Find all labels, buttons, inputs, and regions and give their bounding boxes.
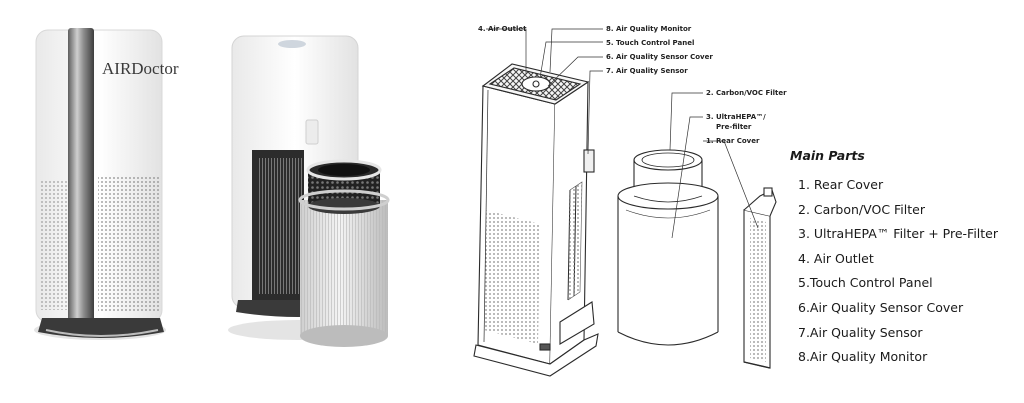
label-air-quality-sensor: 7. Air Quality Sensor: [606, 67, 688, 75]
list-item: 6.Air Quality Sensor Cover: [798, 299, 964, 315]
label-air-quality-monitor: 8. Air Quality Monitor: [606, 25, 692, 33]
label-ultrahepa-line2: Pre-filter: [716, 123, 752, 131]
label-ultrahepa-line1: 3. UltraHEPA™/: [706, 113, 766, 121]
callout-labels: 4. Air Outlet 8. Air Quality Monitor 5. …: [478, 25, 787, 145]
label-air-outlet: 4. Air Outlet: [478, 25, 527, 33]
list-item: 3. UltraHEPA™ Filter + Pre-Filter: [798, 226, 998, 242]
purifier-front-photo: AIRDoctor: [34, 28, 179, 340]
exploded-line-drawing: [473, 63, 777, 377]
list-item: 2. Carbon/VOC Filter: [798, 201, 925, 217]
list-item: 4. Air Outlet: [798, 250, 874, 266]
label-carbon-filter: 2. Carbon/VOC Filter: [706, 89, 787, 97]
label-touch-control-panel: 5. Touch Control Panel: [606, 39, 694, 47]
main-parts-list: 1. Rear Cover 2. Carbon/VOC Filter 3. Ul…: [790, 173, 1020, 370]
callout-leader-lines: [486, 28, 759, 239]
label-sensor-cover: 6. Air Quality Sensor Cover: [606, 53, 713, 61]
list-item: 1. Rear Cover: [798, 177, 884, 192]
main-parts-title: Main Parts: [790, 148, 865, 163]
list-item: 5.Touch Control Panel: [798, 275, 933, 291]
list-item: 8.Air Quality Monitor: [798, 349, 928, 365]
label-rear-cover: 1. Rear Cover: [706, 137, 760, 145]
main-parts-legend: Main Parts 1. Rear Cover 2. Carbon/VOC F…: [790, 148, 1020, 370]
list-item: 7.Air Quality Sensor: [798, 324, 923, 340]
purifier-open-photo: [228, 35, 390, 347]
brand-logo: AIRDoctor: [102, 59, 179, 78]
